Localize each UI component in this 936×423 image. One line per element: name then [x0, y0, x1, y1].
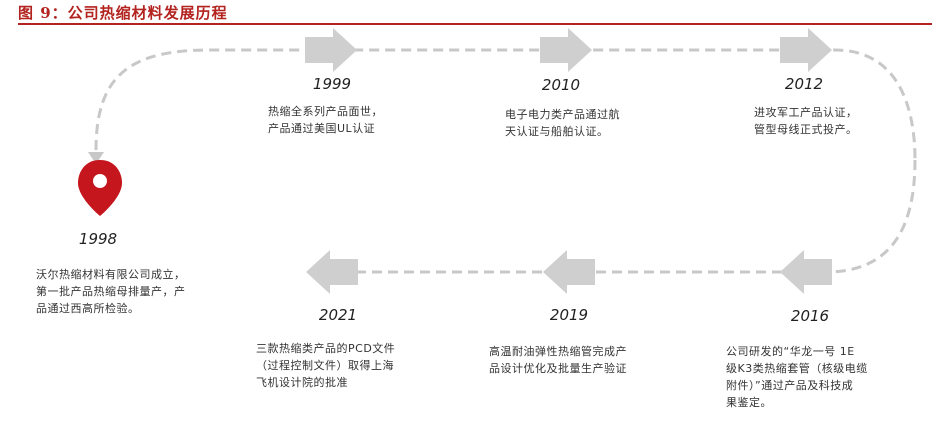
- year-2021: 2021: [318, 306, 358, 324]
- arrow-2019: [543, 250, 595, 294]
- figure-title: 图 9：公司热缩材料发展历程: [18, 4, 228, 22]
- year-2016: 2016: [790, 307, 830, 325]
- desc-2021: 三款热缩类产品的PCD文件 （过程控制文件）取得上海 飞机设计院的批准: [256, 342, 396, 389]
- arrow-2012: [780, 28, 832, 72]
- timeline-path-top: [94, 48, 917, 161]
- year-2019: 2019: [549, 306, 589, 324]
- desc-2019: 高温耐油弹性热缩管完成产 品设计优化及批量生产验证: [489, 345, 627, 375]
- desc-2012: 进攻军工产品认证， 管型母线正式投产。: [754, 106, 858, 136]
- desc-2010: 电子电力类产品通过航 天认证与船舶认证。: [505, 108, 620, 138]
- timeline-path-right: [829, 159, 917, 274]
- arrow-2021: [306, 250, 358, 294]
- location-pin-icon: [78, 160, 122, 216]
- desc-2016: 公司研发的“华龙一号 1E 级K3类热缩套管（核级电缆 附件）”通过产品及科技成…: [726, 345, 868, 409]
- year-1999: 1999: [312, 75, 352, 93]
- desc-1999: 热缩全系列产品面世， 产品通过美国UL认证: [268, 105, 383, 135]
- year-1998: 1998: [78, 230, 118, 248]
- arrow-2010: [540, 28, 592, 72]
- year-2010: 2010: [541, 76, 581, 94]
- arrow-2016: [780, 250, 832, 294]
- desc-1998: 沃尔热缩材料有限公司成立， 第一批产品热缩母排量产，产 品通过西高所检验。: [36, 268, 186, 315]
- arrow-1999: [305, 28, 357, 72]
- title-rule: [18, 23, 932, 25]
- year-2012: 2012: [784, 75, 824, 93]
- path-arrowhead: [88, 152, 104, 164]
